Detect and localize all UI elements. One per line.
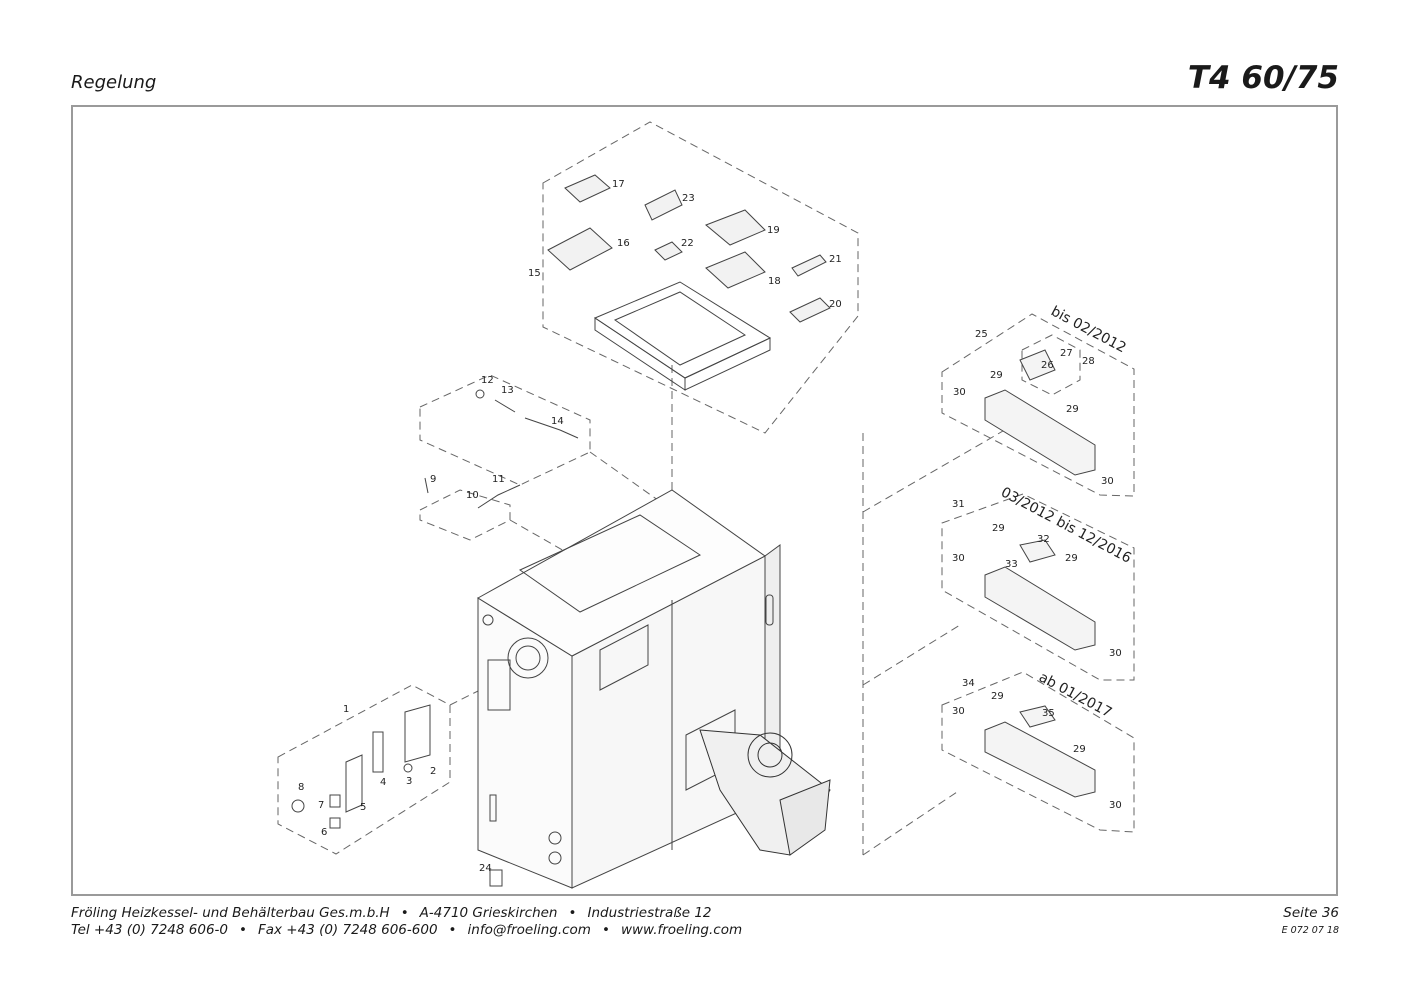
- part-label-1: 1: [343, 704, 349, 715]
- switch-group-outline: [277, 684, 451, 855]
- footer-bullet: •: [568, 905, 577, 921]
- part-label-8: 8: [298, 782, 304, 793]
- board-22: [654, 241, 683, 261]
- part-label-24: 24: [479, 863, 492, 874]
- part-label-32: 32: [1037, 534, 1050, 545]
- part-label-13: 13: [501, 385, 514, 396]
- part-label-30-e: 30: [952, 706, 965, 717]
- footer-web[interactable]: www.froeling.com: [620, 922, 743, 938]
- part-label-4: 4: [380, 777, 386, 788]
- part-label-30-a: 30: [953, 387, 966, 398]
- part-label-33: 33: [1005, 559, 1018, 570]
- part-label-30-f: 30: [1109, 800, 1122, 811]
- part-label-29-a: 29: [990, 370, 1003, 381]
- part-label-6: 6: [321, 827, 327, 838]
- part-label-29-f: 29: [1073, 744, 1086, 755]
- part-label-21: 21: [829, 254, 842, 265]
- part-label-23: 23: [682, 193, 695, 204]
- part-label-15: 15: [528, 268, 541, 279]
- footer-address-line: Fröling Heizkessel- und Behälterbau Ges.…: [71, 905, 712, 921]
- part-label-10: 10: [466, 490, 479, 501]
- v3-group-outline: [941, 671, 1135, 833]
- section-title: Regelung: [71, 72, 157, 93]
- part-label-20: 20: [829, 299, 842, 310]
- part-label-9: 9: [430, 474, 436, 485]
- part-label-5: 5: [360, 802, 366, 813]
- document-code: E 072 07 18: [1281, 925, 1339, 936]
- footer-street: Industriestraße 12: [587, 905, 712, 921]
- part-label-14: 14: [551, 416, 564, 427]
- diagram-frame: [71, 105, 1338, 896]
- footer-tel: Tel +43 (0) 7248 606-0: [71, 922, 228, 938]
- part-label-2: 2: [430, 766, 436, 777]
- boiler-body: [477, 489, 781, 889]
- board-16: [547, 227, 613, 271]
- part-label-7: 7: [318, 800, 324, 811]
- sensor-group-outline: [419, 374, 591, 486]
- part-label-3: 3: [406, 776, 412, 787]
- footer-bullet: •: [239, 922, 247, 938]
- part-label-11: 11: [492, 474, 505, 485]
- v1-inner-outline: [1021, 334, 1081, 396]
- controller-group-outline: [542, 121, 859, 434]
- footer-bullet: •: [400, 905, 409, 921]
- part-2-bracket: [404, 704, 431, 763]
- model-title: T4 60/75: [1187, 60, 1339, 96]
- part-label-29-c: 29: [992, 523, 1005, 534]
- footer-city: A-4710 Grieskirchen: [419, 905, 558, 921]
- part-label-35: 35: [1042, 708, 1055, 719]
- footer-company: Fröling Heizkessel- und Behälterbau Ges.…: [71, 905, 390, 921]
- part-labels: 17 23 16 22 19 15 21 18 20 12 13 14 9 11…: [298, 179, 1122, 874]
- footer-bullet: •: [448, 922, 457, 938]
- part-label-27: 27: [1060, 348, 1073, 359]
- feed-unit: [699, 729, 831, 856]
- part-label-16: 16: [617, 238, 630, 249]
- part-label-26: 26: [1041, 360, 1054, 371]
- part-label-17: 17: [612, 179, 625, 190]
- part-label-18: 18: [768, 276, 781, 287]
- sensor2-group-outline: [419, 489, 511, 541]
- board-23: [644, 189, 683, 221]
- footer-bullet: •: [601, 922, 610, 938]
- circuit-boards: [547, 174, 831, 323]
- v2-group-outline: [941, 493, 1135, 681]
- part-label-34: 34: [962, 678, 975, 689]
- footer-fax: Fax +43 (0) 7248 606-600: [257, 922, 438, 938]
- part-label-31: 31: [952, 499, 965, 510]
- part-label-25: 25: [975, 329, 988, 340]
- footer-contact-line: Tel +43 (0) 7248 606-0 • Fax +43 (0) 7248 …: [71, 922, 742, 938]
- board-17: [564, 174, 611, 203]
- part-label-30-c: 30: [952, 553, 965, 564]
- actuator-bars: [984, 349, 1096, 798]
- board-20: [789, 297, 831, 323]
- board-19: [705, 209, 766, 246]
- v1-group-outline: [941, 313, 1135, 497]
- part-label-22: 22: [681, 238, 694, 249]
- part-label-30-d: 30: [1109, 648, 1122, 659]
- part-label-30-b: 30: [1101, 476, 1114, 487]
- board-18: [705, 251, 766, 289]
- part-label-29-d: 29: [1065, 553, 1078, 564]
- controller-housing: [593, 281, 772, 391]
- footer-email[interactable]: info@froeling.com: [467, 922, 591, 938]
- board-21: [791, 254, 827, 277]
- part-label-12: 12: [481, 375, 494, 386]
- part-label-29-b: 29: [1066, 404, 1079, 415]
- small-parts: [291, 389, 579, 887]
- part-label-29-e: 29: [991, 691, 1004, 702]
- page-number: Seite 36: [1283, 905, 1339, 921]
- part-label-28: 28: [1082, 356, 1095, 367]
- part-label-19: 19: [767, 225, 780, 236]
